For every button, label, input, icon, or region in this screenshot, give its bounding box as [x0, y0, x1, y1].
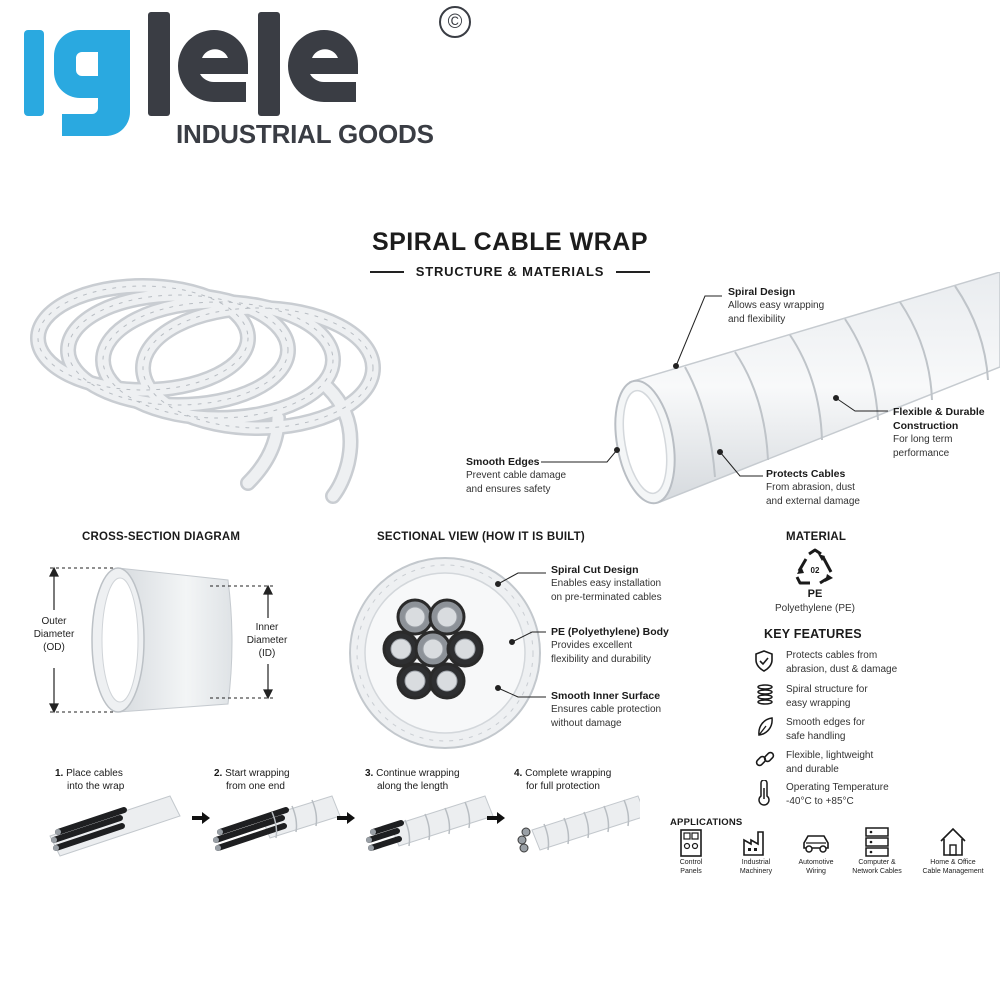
callout-protects-cables: Protects Cables From abrasion, dust and …: [766, 468, 860, 507]
copyright-mark: ©: [439, 6, 471, 38]
server-icon: [865, 827, 889, 857]
step-2-image: [213, 795, 341, 851]
material-heading: MATERIAL: [786, 531, 847, 543]
app-home-office: Home & Office Cable Management: [918, 826, 988, 876]
title-main: SPIRAL CABLE WRAP: [371, 228, 649, 256]
recycle-icon: [792, 548, 838, 588]
spiral-tube-illustration: [600, 272, 1000, 522]
brand-logo: [18, 8, 448, 138]
step-arrow-3: [487, 812, 505, 824]
feature-item-3: Smooth edges for safe handling: [786, 717, 865, 742]
step-4-label: 4. Complete wrapping for full protection: [514, 768, 612, 792]
sectional-leaders: [495, 572, 546, 698]
outer-diameter-label: Outer Diameter (OD): [33, 616, 75, 653]
callout-smooth-inner: Smooth Inner Surface Ensures cable prote…: [551, 690, 662, 729]
sectional-view-diagram: [345, 553, 545, 753]
inner-diameter-label: Inner Diameter (ID): [246, 622, 288, 659]
step-1-image: [49, 795, 181, 857]
app-computer-network: Computer & Network Cables: [848, 826, 906, 876]
callout-leaders: [541, 295, 888, 477]
step-1-label: 1. Place cables into the wrap: [55, 768, 125, 792]
step-4-image: [517, 795, 640, 853]
cross-section-diagram: [40, 560, 290, 720]
cross-section-heading: CROSS-SECTION DIAGRAM: [82, 531, 241, 543]
thermometer-icon: [757, 780, 771, 806]
coil-icon: [756, 684, 774, 706]
page-title: SPIRAL CABLE WRAP: [0, 228, 1000, 257]
feature-item-4: Flexible, lightweight and durable: [786, 750, 874, 775]
subtitle-block: STRUCTURE & MATERIALS: [370, 262, 650, 282]
feature-item-2: Spiral structure for easy wrapping: [786, 684, 868, 709]
material-name: Polyethylene (PE): [774, 603, 856, 614]
feature-item-1: Protects cables from abrasion, dust & da…: [786, 650, 898, 675]
step-arrow-1: [192, 812, 210, 824]
callout-spiral-design: Spiral Design Allows easy wrapping and f…: [728, 286, 825, 325]
feature-item-5: Operating Temperature -40°C to +85°C: [786, 782, 889, 807]
step-3-label: 3. Continue wrapping along the length: [365, 768, 460, 792]
step-arrow-2: [337, 812, 355, 824]
brand-tagline: INDUSTRIAL GOODS: [176, 119, 434, 149]
leaf-icon: [756, 716, 774, 738]
key-features-heading: KEY FEATURES: [764, 627, 862, 641]
callout-pe-body: PE (Polyethylene) Body Provides excellen…: [551, 626, 669, 665]
callout-smooth-edges: Smooth Edges Prevent cable damage and en…: [466, 456, 567, 495]
subtitle: STRUCTURE & MATERIALS: [415, 264, 605, 279]
subtitle-rule-left: [370, 271, 404, 273]
app-industrial-machinery: Industrial Machinery: [732, 828, 780, 876]
link-icon: [755, 749, 775, 769]
house-icon: [940, 827, 966, 856]
app-control-panels: Control Panels: [668, 828, 714, 876]
app-automotive-wiring: Automotive Wiring: [792, 828, 840, 876]
coiled-wrap-image: [28, 268, 418, 508]
wrapping-steps-illustration: [49, 795, 640, 857]
control-panel-icon: [680, 829, 702, 857]
subtitle-rule-right: [616, 271, 650, 273]
step-2-label: 2. Start wrapping from one end: [214, 768, 290, 792]
shield-check-icon: [754, 650, 774, 672]
car-icon: [803, 835, 829, 853]
step-3-image: [366, 795, 494, 851]
callout-spiral-cut: Spiral Cut Design Enables easy installat…: [551, 564, 662, 603]
factory-icon: [743, 831, 764, 856]
material-code: PE: [807, 588, 823, 600]
callout-flexible-durable: Flexible & Durable Construction For long…: [893, 406, 985, 459]
recycle-code: 02: [810, 566, 820, 575]
applications-heading: APPLICATIONS: [670, 817, 743, 828]
sectional-view-heading: SECTIONAL VIEW (HOW IT IS BUILT): [377, 531, 585, 543]
